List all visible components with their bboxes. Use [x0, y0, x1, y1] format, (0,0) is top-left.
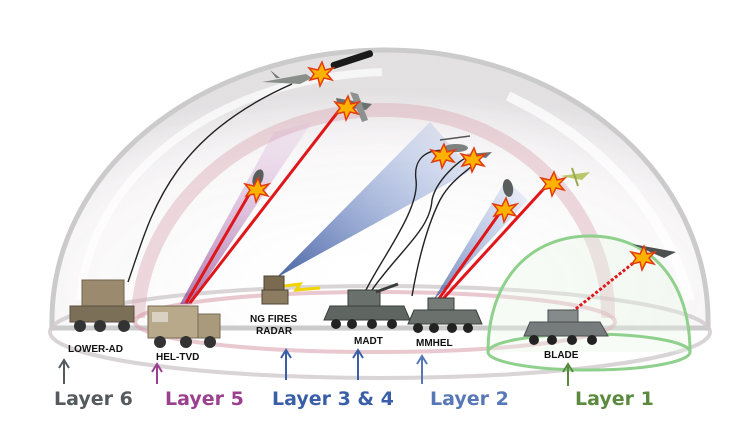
layer1-arrow — [562, 362, 574, 386]
explosion-icon — [333, 94, 362, 123]
madt-label: MADT — [354, 336, 383, 347]
ng-fires-radar-label-line2: RADAR — [256, 326, 293, 337]
mmhel-vehicle — [407, 297, 483, 333]
layer1-label: Layer 1 — [575, 388, 654, 410]
drone-icon — [560, 167, 590, 187]
hel-tvd-label: HEL-TVD — [156, 352, 199, 363]
explosion-icon — [429, 142, 458, 171]
explosion-icon — [629, 244, 658, 273]
layer6-label: Layer 6 — [54, 388, 133, 410]
layer-arrows — [58, 348, 574, 386]
layer6-arrow — [58, 358, 70, 384]
lower-ad-label: LOWER-AD — [68, 344, 123, 355]
drone-icon — [262, 70, 312, 84]
layer34-arrow-left — [280, 348, 292, 380]
ng-fires-radar-label-line1: NG FIRES — [250, 314, 298, 325]
explosion-icon — [539, 170, 568, 199]
radar-signal-bolt — [283, 282, 321, 292]
blade-label: BLADE — [544, 350, 579, 361]
layer34-arrow-right — [352, 348, 364, 380]
explosion-icon — [243, 176, 272, 205]
layer34-label: Layer 3 & 4 — [272, 388, 394, 410]
radar-unit — [261, 275, 289, 305]
explosion-icon — [459, 146, 488, 175]
hel-tvd-truck — [147, 305, 221, 348]
explosions — [243, 60, 658, 273]
layer2-arrow — [416, 354, 428, 384]
blade-vehicle — [523, 309, 609, 345]
layer5-label: Layer 5 — [165, 388, 244, 410]
lower-ad-vehicle — [69, 279, 135, 332]
layer2-label: Layer 2 — [430, 388, 509, 410]
radar-beam — [276, 122, 472, 278]
mmhel-label: MMHEL — [416, 338, 453, 349]
cruise-missile-icon — [330, 50, 374, 69]
explosion-icon — [307, 60, 336, 89]
laser-beams — [184, 103, 643, 314]
helicopter-icon — [439, 135, 471, 152]
explosion-icon — [491, 196, 520, 225]
layer5-arrow — [151, 362, 163, 384]
madt-vehicle — [323, 282, 411, 329]
